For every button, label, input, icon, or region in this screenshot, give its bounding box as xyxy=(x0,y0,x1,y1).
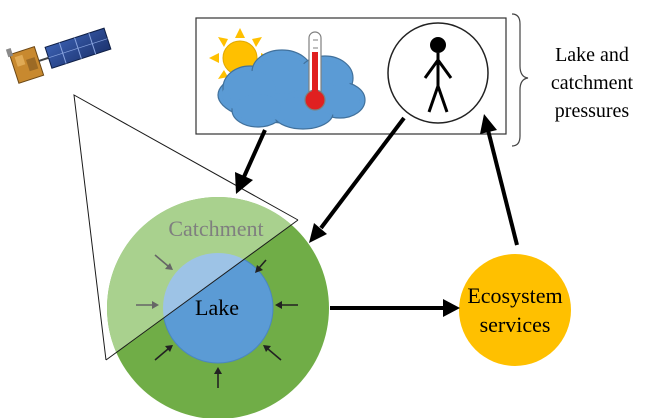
pressures-label-line-1: Lake and xyxy=(555,44,629,66)
satellite-icon xyxy=(5,27,112,84)
catchment-label: Catchment xyxy=(168,216,263,241)
person-icon xyxy=(423,37,453,113)
pressures-label-line-3: pressures xyxy=(555,100,630,122)
thermometer-icon xyxy=(304,31,326,111)
beam-cut-line xyxy=(105,219,299,361)
pressures-label-line-2: catchment xyxy=(551,72,634,94)
lake-label: Lake xyxy=(195,295,239,320)
ecosystem-circle xyxy=(459,254,571,366)
beam-edges xyxy=(73,94,299,361)
pressures-brace xyxy=(511,13,529,147)
flow-arrows xyxy=(235,114,519,317)
inflow-arrows xyxy=(136,254,298,388)
ecosystem-label-line-1: Ecosystem xyxy=(467,283,562,308)
ecosystem-label-line-2: services xyxy=(480,312,551,337)
